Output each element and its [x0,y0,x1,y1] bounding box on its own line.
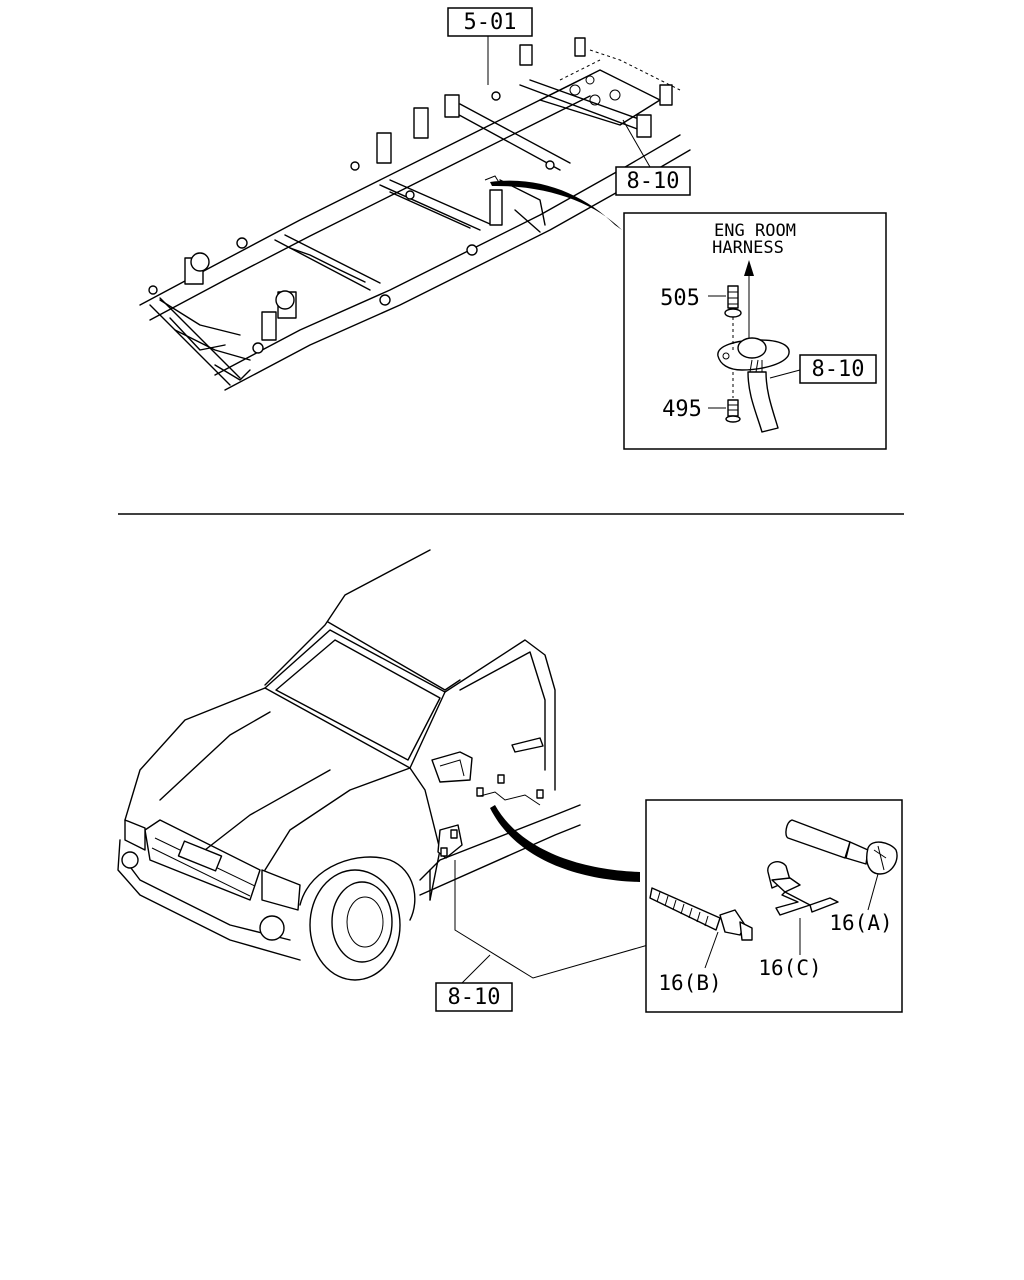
callout-harness-ref-bottom-text: 8-10 [448,985,501,1010]
harness-tube [747,371,779,433]
bolt-495 [725,372,741,423]
callout-harness-ref-bottom: 8-10 [435,982,513,1012]
bolt-505 [724,285,742,352]
detail-title-line1: ENG ROOM [714,221,796,241]
callout-frame-ref-text: 5-01 [464,10,517,35]
leader-line-harness-bottom [454,860,649,979]
part-number-505: 505 [660,286,700,311]
detail-box-eng-room-harness: ENG ROOM HARNESS 505 495 [623,212,887,450]
clip-16a [785,819,898,911]
clip-16b [649,887,753,969]
detail-title-line2: HARNESS [712,238,784,258]
vehicle-illustration [117,549,581,981]
callout-harness-ref-top: 8-10 [615,166,691,196]
callout-frame-ref: 5-01 [447,7,533,37]
part-number-495: 495 [662,397,702,422]
detail-pointer-top [490,180,622,230]
label-clip-16a: 16(A) [829,911,892,935]
callout-harness-ref-detail: 8-10 [812,357,865,382]
detail-pointer-bottom [490,805,640,882]
chassis-frame-illustration [139,37,691,391]
clip-16c [767,861,839,955]
callout-harness-ref-top-text: 8-10 [627,169,680,194]
label-clip-16b: 16(B) [658,971,721,995]
detail-box-clips: 16(A) 16(C) 16(B) [645,799,903,1013]
label-clip-16c: 16(C) [758,956,821,980]
leader-line-harness-top [622,119,651,168]
